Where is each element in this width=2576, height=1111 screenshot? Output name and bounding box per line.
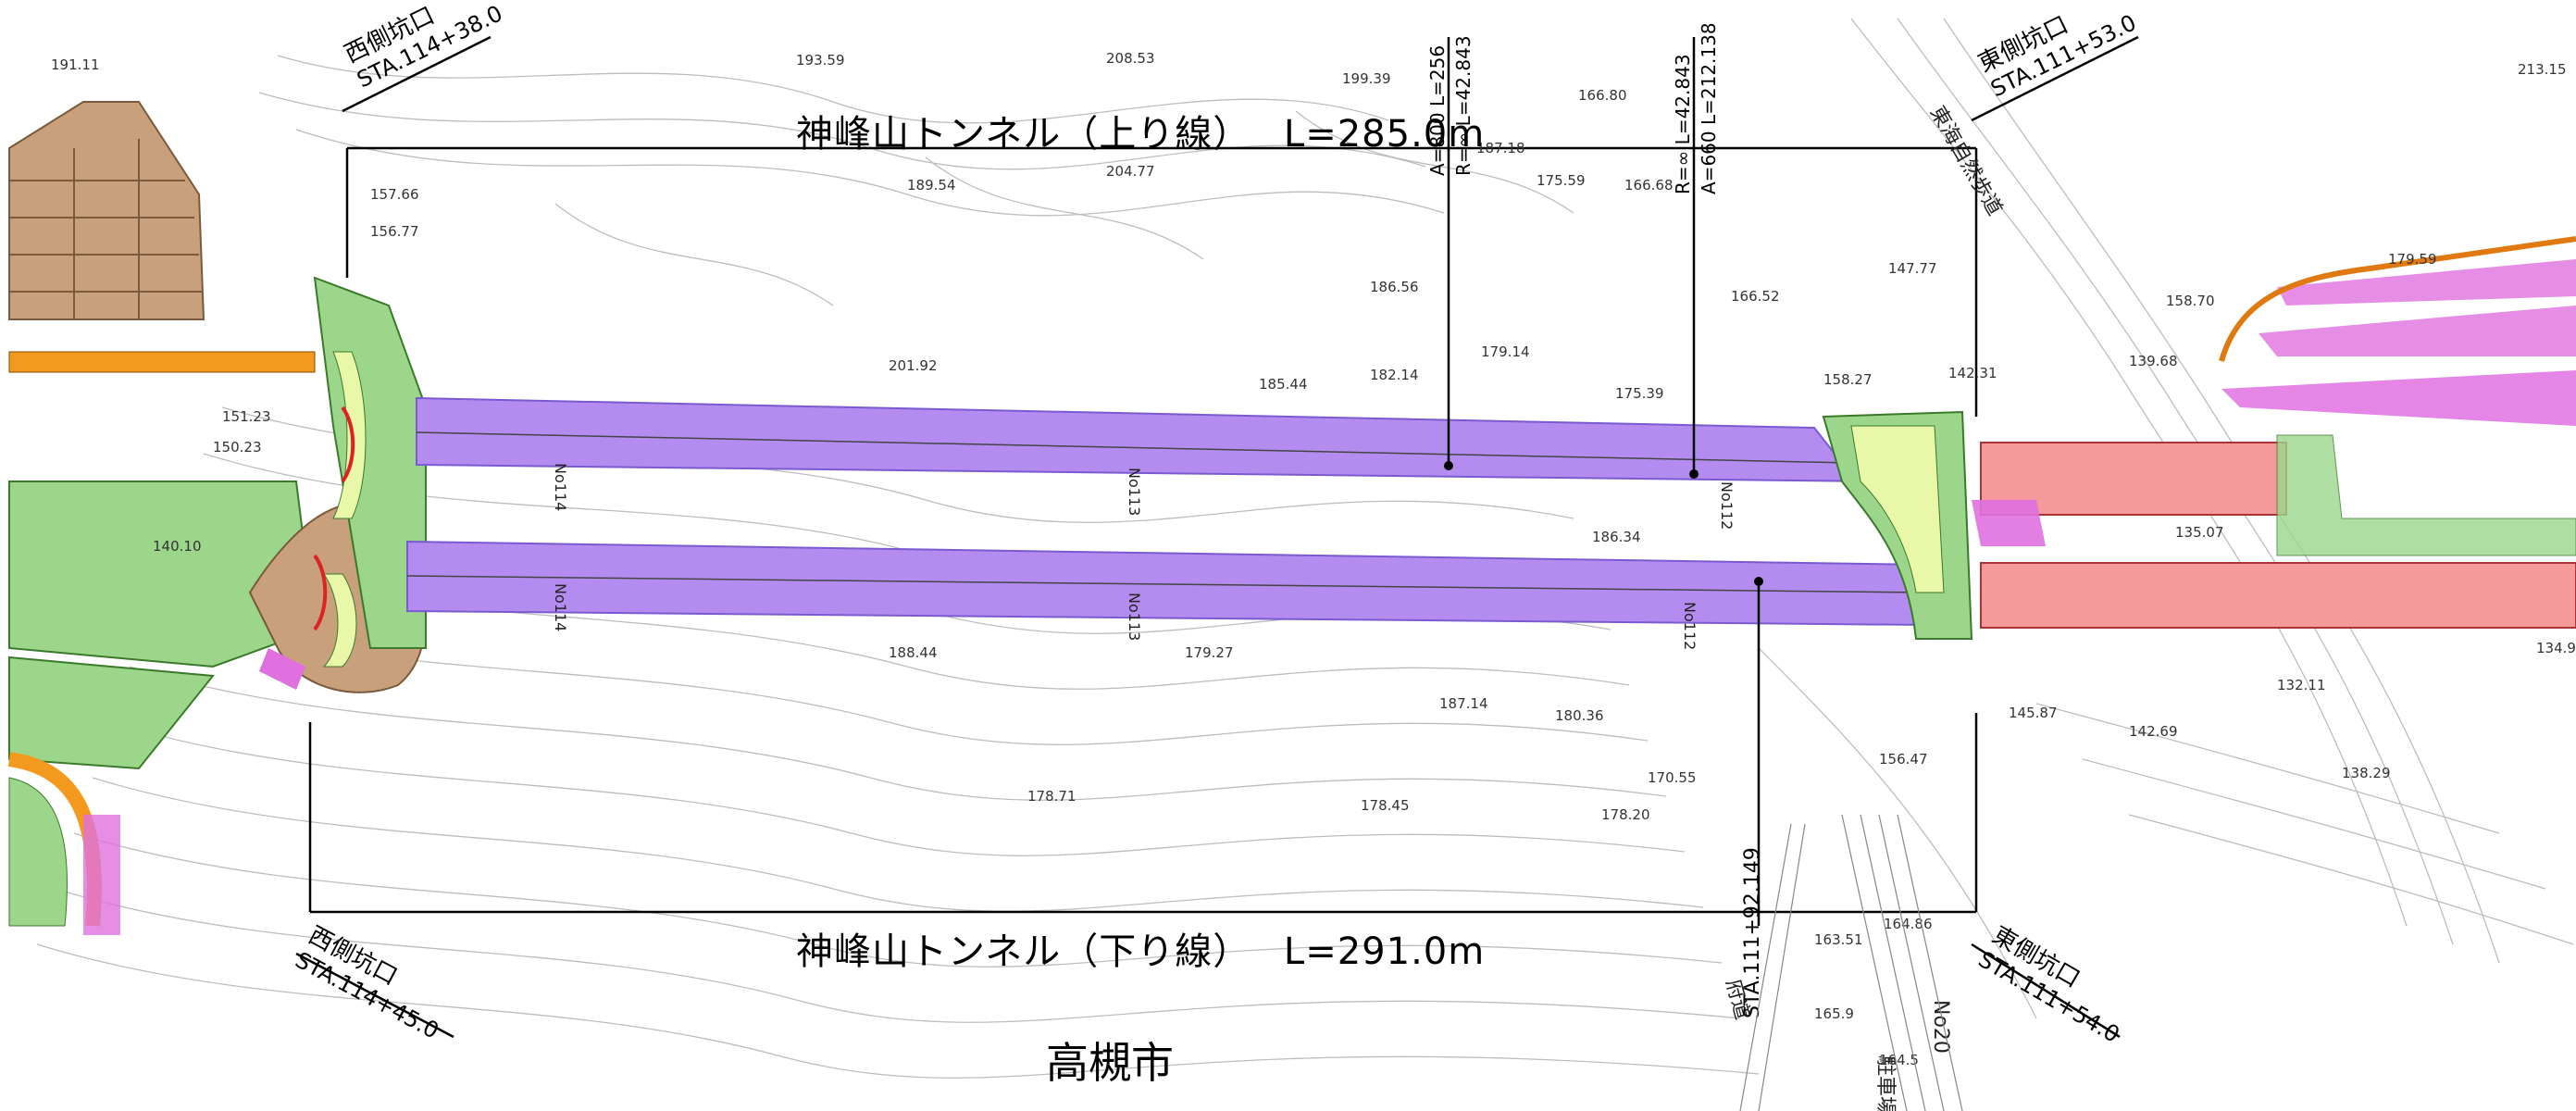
elevation: 208.53 [1106, 50, 1155, 67]
elevation: 186.34 [1592, 529, 1641, 545]
elevation: 156.77 [370, 223, 419, 240]
station-mark: No113 [1126, 468, 1143, 516]
east-portal-structures [1822, 236, 2576, 640]
station-note: STA.111+92.149 [1741, 847, 1764, 1018]
tunnels [406, 396, 1926, 627]
elevation: 204.77 [1106, 163, 1155, 180]
elevation: 175.59 [1537, 172, 1586, 189]
elevation: 186.56 [1370, 279, 1419, 295]
elevation: 132.11 [2277, 677, 2326, 693]
elevation: 180.36 [1555, 707, 1604, 724]
elevation: 201.92 [889, 357, 938, 374]
elevation: 166.68 [1624, 177, 1674, 193]
elevation: 191.11 [51, 56, 100, 73]
curve-labels: A=800 L=256 R=∞ L=42.843 R=∞ L=42.843 A=… [1426, 22, 1764, 1018]
elevation: 145.87 [2009, 705, 2058, 721]
elevation: 163.51 [1814, 931, 1863, 948]
elevation: 150.23 [213, 439, 262, 456]
curve-label: A=800 L=256 [1426, 45, 1449, 176]
elevation: 187.18 [1476, 140, 1525, 156]
green-embankment-west [8, 481, 317, 668]
elevation: 178.45 [1361, 797, 1410, 814]
magenta-cut-west [83, 815, 120, 935]
elevation: 158.27 [1823, 371, 1873, 388]
elevation: 166.80 [1578, 87, 1627, 104]
elevation: 138.29 [2342, 765, 2391, 781]
orange-border-east [2219, 236, 2576, 362]
elevation: 175.39 [1615, 385, 1664, 402]
elevation: 178.71 [1027, 788, 1076, 805]
elevation: 135.07 [2175, 524, 2224, 541]
alignment-points [1444, 461, 1763, 586]
elevation: 134.95 [2536, 640, 2576, 656]
station-mark: No114 [552, 463, 569, 511]
elevation: 156.47 [1879, 751, 1928, 768]
elevation: 179.27 [1185, 644, 1234, 661]
elevation: 182.14 [1370, 367, 1419, 383]
city-label: 高槻市 [1046, 1038, 1174, 1088]
elevation: 166.52 [1731, 288, 1780, 305]
curve-label: R=∞ L=42.843 [1672, 54, 1694, 194]
elevation: 187.14 [1439, 695, 1488, 712]
station-marks: No114 No113 No112 No114 No113 No112 [552, 463, 1736, 650]
elevation: 142.31 [1948, 365, 1997, 381]
elevation: 158.70 [2166, 293, 2215, 309]
elevation: 151.23 [222, 408, 271, 425]
west-portal-structures [7, 101, 427, 935]
elevation: 188.44 [889, 644, 938, 661]
station-mark: No113 [1126, 593, 1143, 641]
elevation-labels: 191.11 193.59 208.53 199.39 213.15 156.7… [51, 50, 2576, 1068]
elevation: 199.39 [1342, 70, 1391, 87]
lower-tunnel-name: 神峰山トンネル（下り線） [796, 930, 1251, 973]
curve-label: A=660 L=212.138 [1698, 22, 1720, 194]
upper-tunnel-name: 神峰山トンネル（上り線） [796, 113, 1251, 156]
curve-label: R=∞ L=42.843 [1452, 35, 1475, 176]
elevation: 213.15 [2518, 61, 2567, 78]
station-mark: No112 [1718, 481, 1736, 530]
station-mark: No112 [1681, 602, 1699, 650]
elevation: 170.55 [1648, 769, 1697, 786]
no20-label: No20 [1929, 1000, 1952, 1054]
elevation: 157.66 [370, 186, 419, 203]
elevation: 140.10 [153, 538, 202, 555]
elevation: 164.86 [1884, 916, 1933, 932]
brown-slope-upper [8, 101, 205, 320]
elevation: 164.5 [1879, 1052, 1919, 1068]
road-hatching [1739, 814, 1963, 1111]
lower-tunnel-title: 神峰山トンネル（下り線） L=291.0m [796, 921, 1485, 975]
elevation: 178.20 [1601, 806, 1650, 823]
elevation: 179.14 [1481, 343, 1530, 360]
east-approach-lower [1980, 562, 2576, 629]
elevation: 189.54 [907, 177, 956, 193]
upper-tunnel-length: L=285.0m [1283, 113, 1486, 156]
elevation: 142.69 [2129, 723, 2178, 740]
upper-tunnel-title: 神峰山トンネル（上り線） L=285.0m [796, 104, 1485, 157]
elevation: 185.44 [1259, 376, 1308, 393]
elevation: 147.77 [1888, 260, 1937, 277]
dimension-lines [295, 35, 2139, 1039]
elevation: 165.9 [1814, 1005, 1854, 1022]
lower-tunnel-length: L=291.0m [1283, 930, 1486, 973]
trail-label: 東海自然歩道 [1925, 103, 2007, 220]
station-mark: No114 [552, 583, 569, 631]
orange-road-strip [8, 351, 316, 373]
elevation: 179.59 [2388, 251, 2437, 268]
parking-label: 駐車場 [1873, 1055, 1897, 1111]
elevation: 193.59 [796, 52, 845, 69]
elevation: 139.68 [2129, 353, 2178, 369]
upper-tunnel-body [416, 396, 1880, 482]
